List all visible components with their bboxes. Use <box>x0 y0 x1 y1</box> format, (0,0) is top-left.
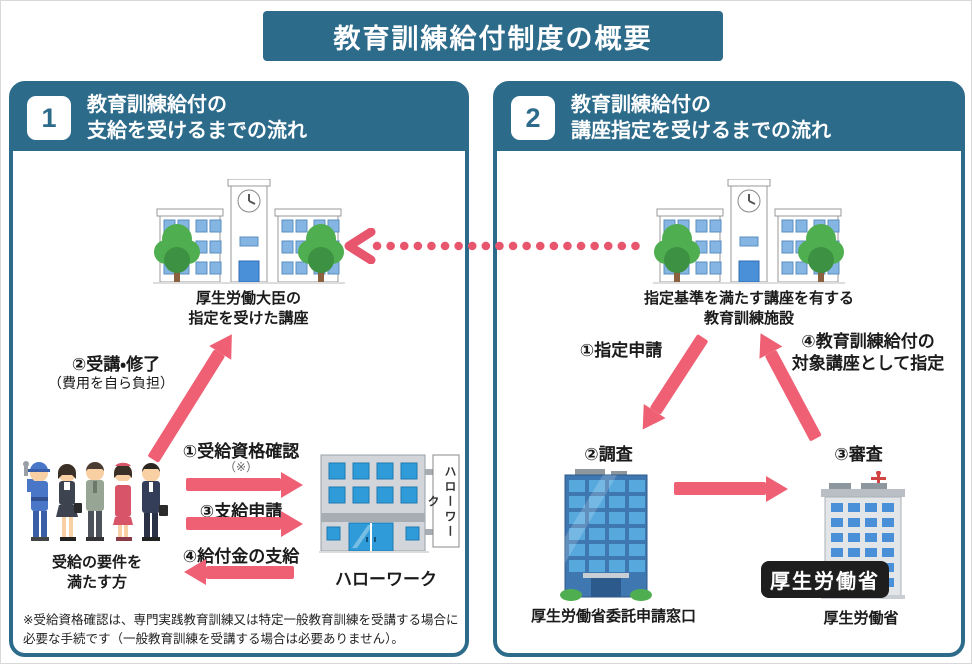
training-facility-label-line2: 教育訓練施設 <box>703 310 794 328</box>
eligible-people-label-line2: 満たす方 <box>66 574 127 592</box>
step3-examination-label: ③審査 <box>834 445 883 464</box>
step1-asterisk-note: （※） <box>223 460 259 474</box>
arrow-benefit-payment <box>206 566 294 579</box>
step4-payment-label: ④給付金の支給 <box>182 547 300 566</box>
arrow-eligibility-confirm <box>186 471 303 498</box>
step1-designation-application-label: ①指定申請 <box>579 341 663 360</box>
step4-designation-grant-line2: 対象講座として指定 <box>791 354 945 374</box>
panel2-header: 2 教育訓練給付の 講座指定を受けるまでの流れ <box>497 85 961 151</box>
step3-application-label: ③支給申請 <box>199 502 283 521</box>
training-facility-label: 指定基準を満たす講座を有する 教育訓練施設 <box>619 289 879 330</box>
dotted-arrow-course-designation <box>344 228 653 264</box>
step2-attend-label: ②受講・修了 <box>71 355 161 374</box>
designated-course-label-line2: 指定を受けた講座 <box>188 310 309 328</box>
step4-designation-grant-line1: ④教育訓練給付の <box>801 332 935 351</box>
eligible-people-label: 受給の要件を 満たす方 <box>21 553 173 594</box>
designated-course-label: 厚生労働大臣の 指定を受けた講座 <box>131 289 366 330</box>
step4-designation-grant-label: ④教育訓練給付の 対象講座として指定 <box>783 331 953 375</box>
step2-cost-note: （費用を自ら負担） <box>48 375 174 391</box>
panel-benefit-flow: 1 教育訓練給付の 支給を受けるまでの流れ <box>9 81 469 657</box>
mhlw-sign-badge: 厚生労働省 <box>761 561 889 598</box>
eligible-people-label-line1: 受給の要件を <box>51 554 142 571</box>
office-tower-illustration <box>560 469 652 601</box>
panel2-title: 教育訓練給付の 講座指定を受けるまでの流れ <box>571 92 831 145</box>
hellowork-building-illustration <box>319 454 460 553</box>
footnote: ※受給資格確認は、専門実践教育訓練又は特定一般教育訓練を受講する場合に必要な手続… <box>23 613 459 646</box>
application-window-label: 厚生労働省委託申請窓口 <box>530 608 696 625</box>
hellowork-sign: ハローワーク <box>426 464 457 540</box>
school-building-illustration-left <box>152 179 346 285</box>
panel1-header: 1 教育訓練給付の 支給を受けるまでの流れ <box>13 85 465 151</box>
arrow-investigation <box>674 475 788 502</box>
school-building-illustration-right <box>652 179 846 285</box>
mhlw-label: 厚生労働省 <box>823 610 899 627</box>
panel2-title-line1: 教育訓練給付の <box>571 93 711 116</box>
page-title: 教育訓練給付制度の概要 <box>263 11 723 61</box>
panel2-number-badge: 2 <box>511 96 555 140</box>
panel1-number-badge: 1 <box>27 96 71 140</box>
step1-eligibility-label: ①受給資格確認 <box>182 442 300 461</box>
hellowork-label: ハローワーク <box>335 570 437 589</box>
designated-course-label-line1: 厚生労働大臣の <box>195 290 301 307</box>
arrow-benefit-application <box>186 510 303 537</box>
panel1-title: 教育訓練給付の 支給を受けるまでの流れ <box>87 92 307 145</box>
panel2-title-line2: 講座指定を受けるまでの流れ <box>571 120 831 142</box>
step2-investigation-label: ②調査 <box>584 445 633 464</box>
people-group-illustration <box>23 461 168 541</box>
panel1-title-line1: 教育訓練給付の <box>87 93 227 116</box>
panel1-title-line2: 支給を受けるまでの流れ <box>87 120 307 142</box>
training-facility-label-line1: 指定基準を満たす講座を有する <box>643 290 854 307</box>
